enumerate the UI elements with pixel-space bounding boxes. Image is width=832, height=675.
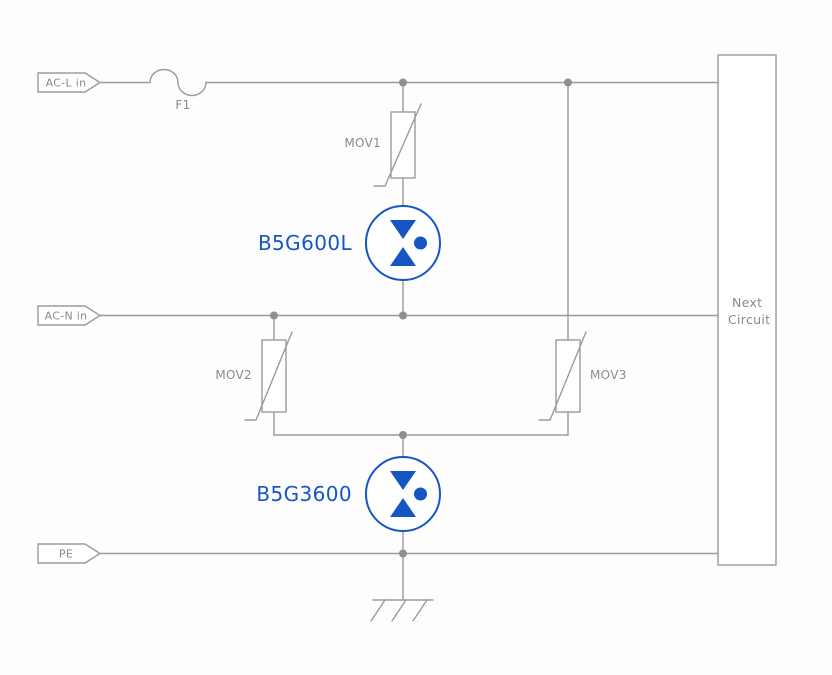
gdt1-triangle-down-icon [390,220,416,239]
terminal-pe: PE [37,543,102,564]
gdt2-dot-icon [414,487,427,501]
terminal-ac-n-label: AC-N in [45,310,88,323]
junction-mid-gdt2 [399,431,407,439]
mov2-label: MOV2 [215,368,252,382]
terminal-pe-label: PE [59,548,73,561]
next-circuit-label-line1: Next [732,295,762,310]
mov1-diagonal [373,103,422,187]
junction-ac-l-mov1 [399,78,407,87]
mov1-label: MOV1 [344,136,381,150]
junction-ac-l-mov3 [564,78,572,87]
junction-dots [270,78,572,558]
terminal-ac-n-shape [37,305,102,326]
gdt2-ring [365,456,441,532]
gdt1-ring [365,205,441,281]
gdt-b5g600l: B5G600L [258,205,441,281]
varistor-mov3: MOV3 [538,331,627,421]
varistor-mov2: MOV2 [215,331,293,421]
gdt1-triangle-up-icon [390,247,416,266]
terminal-ac-l-shape [37,72,102,93]
gdt2-label: B5G3600 [256,482,352,506]
gdt-b5g3600: B5G3600 [256,456,441,532]
terminal-ac-l: AC-L in [37,72,102,93]
mov3-label: MOV3 [590,368,627,382]
junction-ac-n-gdt1 [399,311,407,320]
gdt1-dot-icon [414,236,427,250]
next-circuit-box [717,54,777,566]
ground-hatch-3 [412,599,428,622]
junction-pe-gdt2 [399,549,407,558]
fuse-symbol [149,68,207,97]
gdt1-label: B5G600L [258,231,353,255]
terminal-ac-l-label: AC-L in [46,77,87,90]
fuse-f1: F1 [149,68,207,112]
next-circuit-block: Next Circuit [717,54,777,566]
next-circuit-label-line2: Circuit [728,312,770,327]
gdt2-triangle-up-icon [390,498,416,517]
gdt2-triangle-down-icon [390,471,416,490]
ground-symbol-icon [370,599,434,622]
mov2-body [261,339,287,413]
fuse-label: F1 [175,98,190,112]
terminal-pe-shape [37,543,102,564]
varistor-mov1: MOV1 [344,103,422,187]
junction-ac-n-mov2 [270,311,278,320]
mov2-diagonal [244,331,293,421]
ground-hatch-1 [370,599,386,622]
mov3-diagonal [538,331,587,421]
ground-hatch-2 [391,599,407,622]
terminal-ac-n: AC-N in [37,305,102,326]
